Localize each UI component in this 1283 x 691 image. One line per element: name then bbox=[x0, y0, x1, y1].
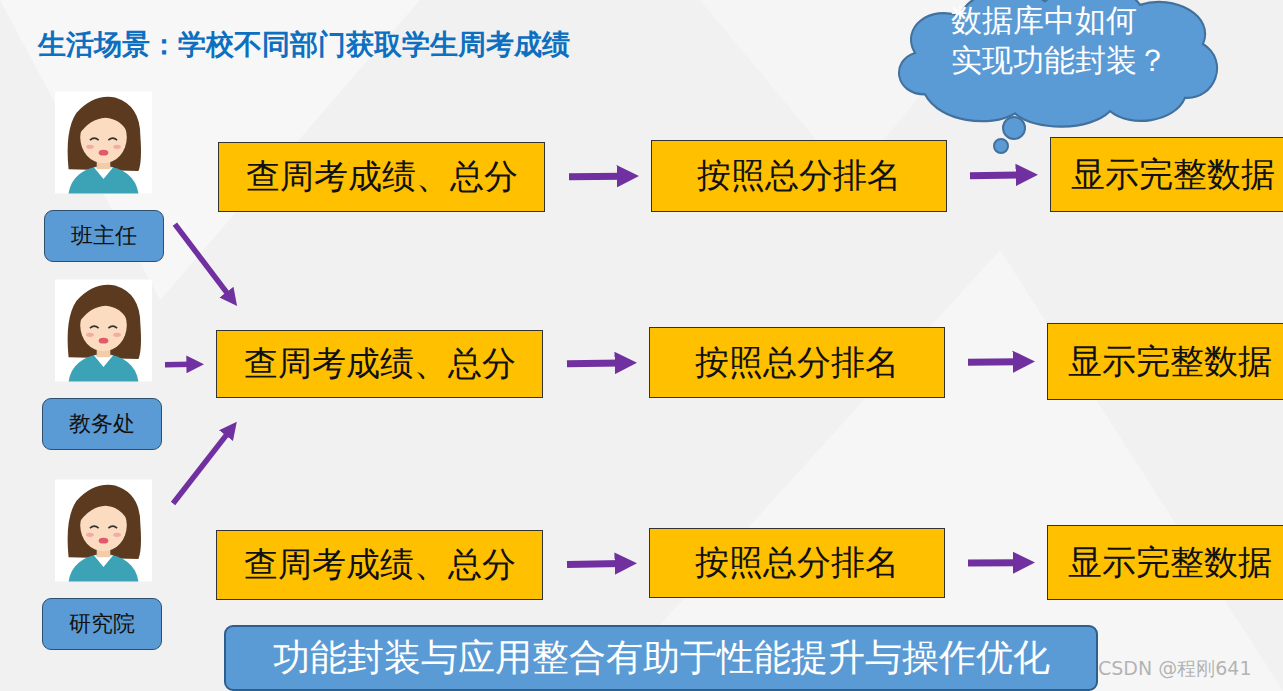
watermark: CSDN @程刚641 bbox=[1098, 656, 1251, 682]
cloud-outline bbox=[899, 0, 1217, 127]
callout-text: 数据库中如何 实现功能封装？ bbox=[951, 0, 1173, 80]
process-box: 显示完整数据 bbox=[1047, 525, 1283, 600]
process-text: 按照总分排名 bbox=[697, 153, 901, 199]
process-text: 查周考成绩、总分 bbox=[244, 542, 516, 588]
process-box: 显示完整数据 bbox=[1050, 137, 1283, 212]
person-name: 教务处 bbox=[42, 398, 162, 450]
process-text: 查周考成绩、总分 bbox=[244, 341, 516, 387]
flow-arrow bbox=[173, 431, 229, 503]
flow-arrow bbox=[968, 358, 1019, 366]
person-avatar bbox=[55, 480, 152, 582]
process-box: 查周考成绩、总分 bbox=[216, 330, 543, 398]
flow-arrow bbox=[175, 224, 230, 296]
process-text: 显示完整数据 bbox=[1068, 339, 1272, 385]
person-avatar bbox=[55, 280, 152, 382]
process-box: 显示完整数据 bbox=[1047, 323, 1283, 400]
process-text: 查周考成绩、总分 bbox=[246, 154, 518, 200]
flow-arrow bbox=[567, 359, 621, 367]
summary-banner: 功能封装与应用整合有助于性能提升与操作优化 bbox=[224, 625, 1098, 691]
process-text: 按照总分排名 bbox=[695, 540, 899, 586]
person-figure: 研究院 bbox=[42, 476, 162, 650]
flow-arrow bbox=[968, 559, 1019, 566]
banner-text: 功能封装与应用整合有助于性能提升与操作优化 bbox=[273, 633, 1050, 683]
person-name: 班主任 bbox=[44, 210, 164, 262]
thought-bubble bbox=[1003, 117, 1025, 139]
flow-arrow bbox=[567, 564, 621, 565]
process-box: 按照总分排名 bbox=[649, 528, 945, 598]
person-name: 研究院 bbox=[42, 598, 162, 650]
process-text: 显示完整数据 bbox=[1068, 540, 1272, 586]
flow-arrow bbox=[569, 173, 623, 181]
person-figure: 教务处 bbox=[42, 276, 162, 450]
process-box: 查周考成绩、总分 bbox=[216, 530, 543, 600]
page-title: 生活场景：学校不同部门获取学生周考成绩 bbox=[38, 26, 570, 64]
person-figure: 班主任 bbox=[44, 88, 164, 262]
process-text: 显示完整数据 bbox=[1071, 152, 1275, 198]
thought-bubble bbox=[994, 139, 1008, 153]
flow-arrow bbox=[970, 171, 1022, 179]
process-box: 按照总分排名 bbox=[651, 140, 947, 212]
flow-arrow bbox=[165, 362, 192, 368]
process-text: 按照总分排名 bbox=[695, 340, 899, 386]
process-box: 查周考成绩、总分 bbox=[218, 142, 545, 212]
person-avatar bbox=[55, 92, 152, 194]
cloud-callout: 数据库中如何 实现功能封装？ bbox=[885, 0, 1225, 128]
process-box: 按照总分排名 bbox=[649, 327, 945, 398]
